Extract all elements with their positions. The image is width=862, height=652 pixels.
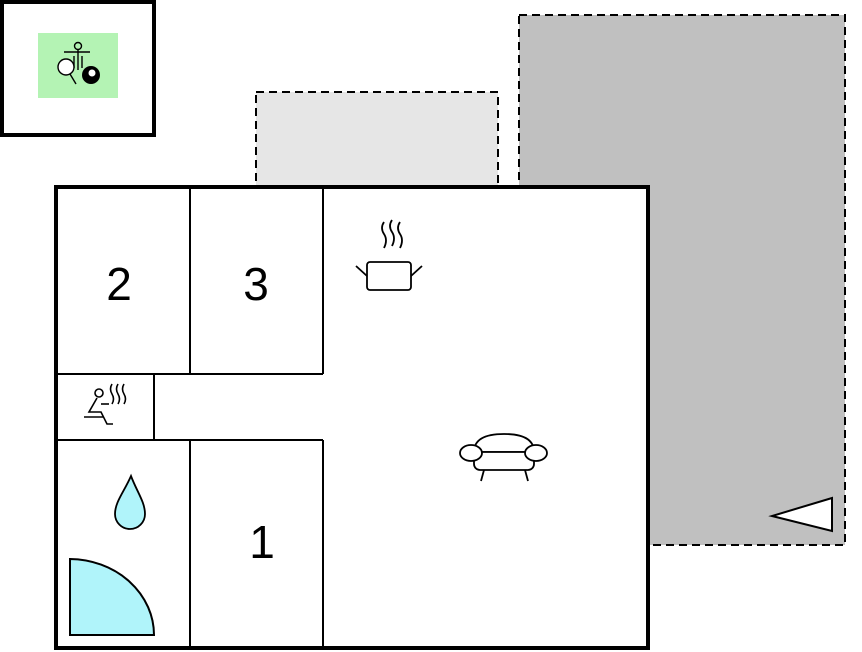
amenity-building: [0, 0, 156, 137]
interior-walls: [56, 187, 324, 648]
sauna-icon: [84, 383, 127, 425]
terrace-small: [255, 91, 499, 188]
room-label-3: 3: [243, 258, 269, 310]
water-drop-icon: [114, 473, 146, 530]
room-label-1: 1: [249, 516, 275, 568]
table-tennis-icon: [57, 58, 77, 85]
armchair-icon: [459, 433, 548, 482]
billiard-icon: [82, 66, 100, 84]
shower-quarter-circle-icon: [69, 557, 156, 636]
orientation-triangle-icon: [768, 496, 833, 533]
cooking-pot-icon: [355, 219, 423, 291]
room-label-2: 2: [106, 258, 132, 310]
table-football-icon: [64, 41, 90, 70]
house-outline: [54, 185, 650, 650]
